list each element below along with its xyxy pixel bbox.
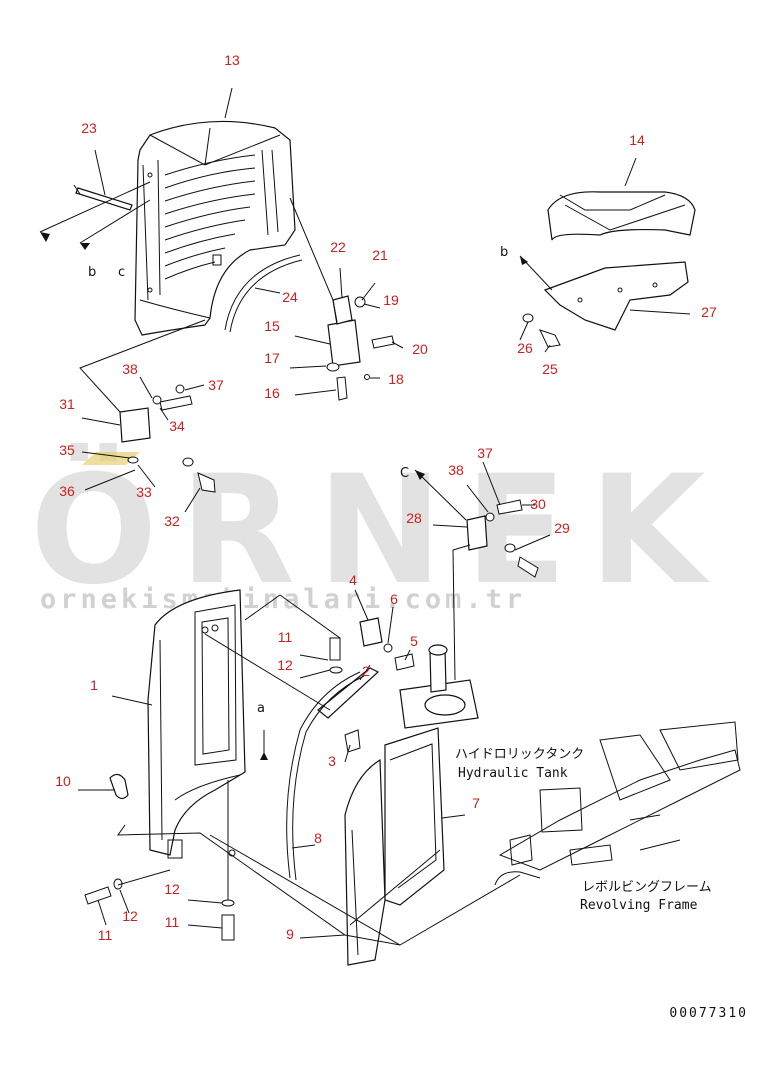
part-8-seal	[286, 671, 365, 881]
hinge-assembly-15	[326, 295, 395, 401]
callout-5: 5	[410, 633, 418, 649]
callout-35: 35	[59, 442, 75, 458]
watermark-url: ornekismakinalari.com.tr	[40, 584, 526, 615]
part-14-top-cover	[547, 191, 696, 241]
latch-assembly-28	[466, 499, 539, 578]
callout-15: 15	[264, 318, 280, 334]
view-marker-b: b	[88, 265, 96, 280]
callout-12c: 12	[122, 908, 138, 924]
callout-37a: 37	[208, 377, 224, 393]
callout-32: 32	[164, 513, 180, 529]
view-marker-a: a	[257, 701, 265, 716]
callout-6: 6	[390, 591, 398, 607]
callout-25: 25	[542, 361, 558, 377]
hydraulic-tank-label-jp: ハイドロリックタンク	[455, 747, 584, 762]
part-26-washer	[522, 313, 534, 323]
callout-20: 20	[412, 341, 428, 357]
callout-19: 19	[383, 292, 399, 308]
callout-2: 2	[362, 663, 370, 679]
revolving-frame-sketch	[494, 721, 741, 886]
callout-38a: 38	[122, 361, 138, 377]
lower-fasteners	[84, 849, 236, 941]
revolving-frame-label-en: Revolving Frame	[580, 898, 698, 913]
callout-4: 4	[349, 572, 357, 588]
callout-10: 10	[55, 773, 71, 789]
callout-29: 29	[554, 520, 570, 536]
part-10-clip	[109, 773, 129, 800]
view-marker-c-upper: C	[400, 466, 409, 481]
view-arrows	[40, 232, 528, 760]
part-23-rod	[75, 187, 133, 211]
callout-28: 28	[406, 510, 422, 526]
callout-33: 33	[136, 484, 152, 500]
callout-30: 30	[530, 496, 546, 512]
callout-1: 1	[90, 677, 98, 693]
latch-assembly-31	[119, 384, 216, 493]
callout-37b: 37	[477, 445, 493, 461]
view-marker-b-right: b	[500, 245, 508, 260]
callout-11a: 11	[278, 629, 293, 645]
callout-8: 8	[314, 830, 322, 846]
part-25-bolt	[539, 329, 561, 348]
hydraulic-tank-filler	[399, 644, 479, 729]
callout-11b: 11	[165, 914, 180, 930]
callout-3: 3	[328, 753, 336, 769]
watermark-accent-shape	[82, 452, 140, 465]
part-7-side-cover	[384, 727, 445, 906]
callout-34: 34	[169, 418, 185, 434]
part-9-panel	[344, 758, 386, 966]
part-13-grille-cover	[134, 120, 296, 336]
callout-13: 13	[224, 52, 240, 68]
callout-18: 18	[388, 371, 404, 387]
leader-lines	[39, 87, 691, 946]
part-27-plate	[543, 261, 689, 331]
callout-24: 24	[282, 289, 298, 305]
callout-9: 9	[286, 926, 294, 942]
callout-23: 23	[81, 120, 97, 136]
callout-12a: 12	[277, 657, 293, 673]
callout-38b: 38	[448, 462, 464, 478]
hydraulic-tank-label-en: Hydraulic Tank	[458, 766, 568, 781]
callout-26: 26	[517, 340, 533, 356]
drawing-code: 00077310	[669, 1006, 748, 1021]
callout-36: 36	[59, 483, 75, 499]
callout-16: 16	[264, 385, 280, 401]
callout-17: 17	[264, 350, 280, 366]
callout-14: 14	[629, 132, 645, 148]
callout-numbers: 13 23 24 14 27 26 25 22 21 19 15 20 17 1…	[55, 52, 717, 943]
part-2-bracket	[317, 617, 415, 753]
part-1-door-panel	[147, 589, 246, 859]
view-marker-c: c	[118, 265, 125, 280]
callout-22: 22	[330, 239, 346, 255]
callout-7: 7	[472, 795, 480, 811]
callout-21: 21	[372, 247, 388, 263]
revolving-frame-label-jp: レボルビングフレーム	[582, 880, 712, 895]
callout-27: 27	[701, 304, 717, 320]
callout-31: 31	[59, 396, 75, 412]
callout-12b: 12	[164, 881, 180, 897]
callout-11c: 11	[98, 927, 113, 943]
part-24-seal	[224, 254, 303, 333]
